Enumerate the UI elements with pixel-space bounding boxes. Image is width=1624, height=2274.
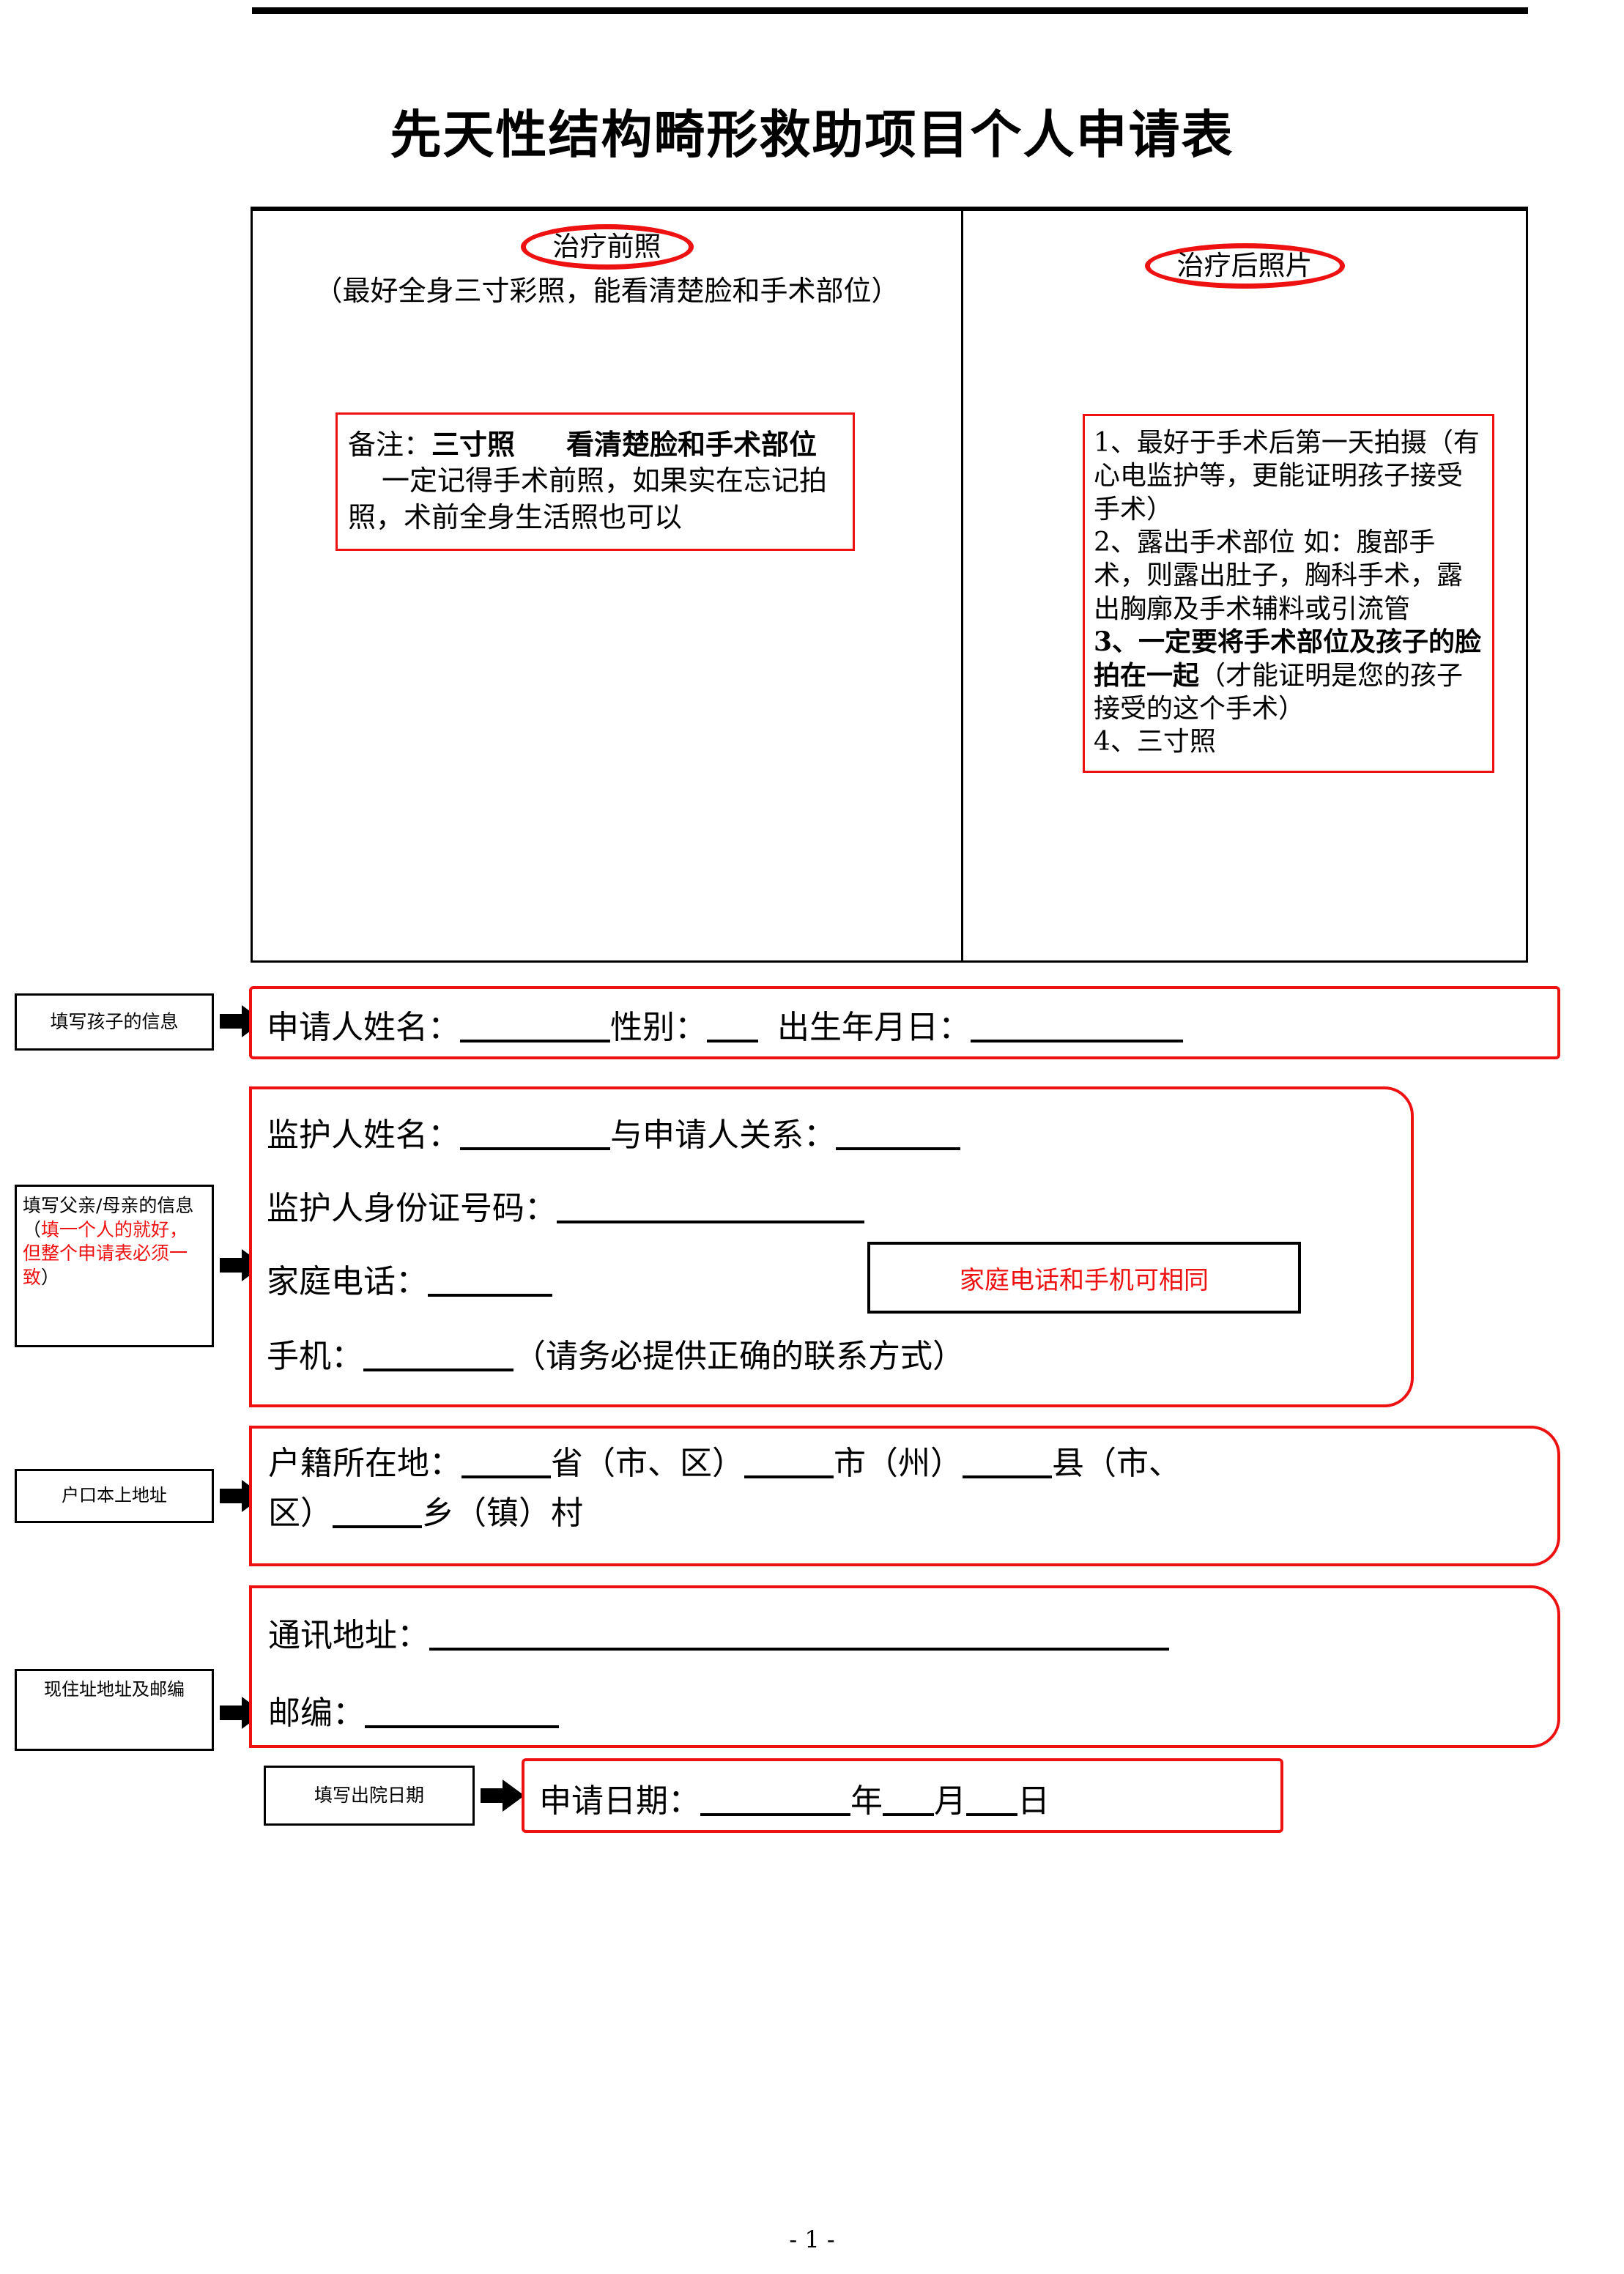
mailing-address-label: 通讯地址： — [268, 1617, 429, 1654]
mailing-address-row: 通讯地址： — [252, 1588, 1557, 1656]
application-date-box: 申请日期： 年 月 日 — [522, 1758, 1283, 1833]
guardian-id-input[interactable] — [557, 1221, 864, 1223]
application-month-input[interactable] — [883, 1813, 934, 1816]
province-input[interactable] — [461, 1475, 551, 1478]
applicant-gender-input[interactable] — [707, 1040, 758, 1042]
guardian-name-input[interactable] — [460, 1147, 610, 1150]
mailing-address-input[interactable] — [429, 1648, 1169, 1651]
note-prefix: 备注： — [348, 429, 432, 461]
before-treatment-heading-area: 治疗前照 （最好全身三寸彩照，能看清楚脸和手术部位） — [253, 224, 961, 310]
township-unit: 乡（镇）村 — [422, 1495, 583, 1533]
after-note-item-3-rest: （才能证明是您的孩子接受的这个手术） — [1094, 660, 1464, 724]
page-number: - 1 - — [789, 2226, 835, 2253]
callout-current-address-label: 现住址地址及邮编 — [44, 1679, 185, 1700]
district-unit: 区） — [268, 1495, 333, 1533]
callout-current-address: 现住址地址及邮编 — [15, 1669, 214, 1751]
registered-address-row: 户籍所在地： 省（市、区） 市（州） 县（市、区） 乡（镇）村 — [252, 1429, 1557, 1538]
before-treatment-subheading: （最好全身三寸彩照，能看清楚脸和手术部位） — [314, 274, 900, 307]
application-date-row: 申请日期： 年 月 日 — [524, 1761, 1280, 1821]
note-rest: 一定记得手术前照，如果实在忘记拍照，术前全身生活照也可以 — [348, 464, 828, 533]
after-treatment-heading-area: 治疗后照片 — [963, 243, 1526, 289]
month-unit: 月 — [934, 1782, 966, 1820]
photo-table-column-divider — [961, 207, 963, 963]
mobile-hint: （请务必提供正确的联系方式） — [513, 1338, 965, 1375]
phone-note-box: 家庭电话和手机可相同 — [867, 1242, 1301, 1314]
registered-address-label: 户籍所在地： — [268, 1445, 461, 1482]
guardian-id-label: 监护人身份证号码： — [267, 1190, 557, 1227]
home-phone-row: 家庭电话： — [252, 1229, 1411, 1302]
application-year-input[interactable] — [700, 1813, 850, 1816]
home-phone-label: 家庭电话： — [267, 1263, 428, 1300]
callout-hukou-address: 户口本上地址 — [15, 1469, 214, 1523]
after-note-item-3-bold: 3、一定要将手术部位及孩子的脸拍在一起 — [1094, 626, 1482, 691]
note-bold-1: 三寸照 — [431, 428, 516, 461]
guardian-name-label: 监护人姓名： — [267, 1116, 460, 1154]
guardian-name-row: 监护人姓名： 与申请人关系： — [252, 1089, 1411, 1155]
county-unit: 县（市、 — [1052, 1445, 1181, 1482]
after-note-item-4: 4、三寸照 — [1094, 727, 1216, 758]
circled-heading-after: 治疗后照片 — [1144, 243, 1345, 289]
before-treatment-photo-cell: 治疗前照 （最好全身三寸彩照，能看清楚脸和手术部位） 备注：三寸照 看清楚脸和手术… — [253, 211, 961, 960]
zip-row: 邮编： — [252, 1656, 1557, 1733]
callout-parent-info-label: 填写父亲/母亲的信息（填一个人的就好，但整个申请表必须一致） — [23, 1191, 206, 1289]
callout-child-info-label: 填写孩子的信息 — [50, 1010, 179, 1032]
before-treatment-heading: 治疗前照 — [552, 231, 661, 262]
province-unit: 省（市、区） — [551, 1445, 744, 1482]
photo-table-bottom-border — [251, 960, 1528, 963]
callout-parent-info-black-2: ） — [41, 1266, 60, 1288]
callout-parent-info-red: 填一个人的就好，但整个申请表必须一致 — [23, 1218, 188, 1288]
township-input[interactable] — [333, 1525, 422, 1529]
page-title: 先天性结构畸形救助项目个人申请表 — [390, 104, 1234, 165]
applicant-info-box: 申请人姓名： 性别： 出生年月日： — [249, 986, 1560, 1059]
applicant-birth-label: 出生年月日： — [777, 1009, 971, 1046]
applicant-name-input[interactable] — [460, 1040, 610, 1042]
mobile-label: 手机： — [267, 1338, 363, 1375]
callout-parent-info: 填写父亲/母亲的信息（填一个人的就好，但整个申请表必须一致） — [15, 1185, 214, 1347]
before-treatment-note-box: 备注：三寸照 看清楚脸和手术部位一定记得手术前照，如果实在忘记拍照，术前全身生活照… — [335, 412, 855, 552]
photo-table-left-border — [251, 207, 253, 963]
photo-table-right-border — [1526, 207, 1528, 963]
guardian-id-row: 监护人身份证号码： — [252, 1155, 1411, 1229]
callout-parent-info-black-1: 填写父亲/母亲的信息（ — [23, 1195, 194, 1240]
zip-label: 邮编： — [268, 1695, 365, 1732]
after-note-item-3: 3、一定要将手术部位及孩子的脸拍在一起（才能证明是您的孩子接受的这个手术） — [1094, 626, 1485, 725]
phone-note-label: 家庭电话和手机可相同 — [960, 1265, 1209, 1295]
callout-hukou-address-label: 户口本上地址 — [62, 1485, 167, 1506]
registered-address-box: 户籍所在地： 省（市、区） 市（州） 县（市、区） 乡（镇）村 — [249, 1426, 1560, 1566]
applicant-name-label: 申请人姓名： — [267, 1009, 460, 1046]
home-phone-input[interactable] — [428, 1294, 552, 1297]
after-treatment-heading: 治疗后照片 — [1176, 250, 1313, 281]
guardian-relation-label: 与申请人关系： — [610, 1116, 836, 1154]
applicant-row: 申请人姓名： 性别： 出生年月日： — [252, 989, 1557, 1048]
applicant-birth-input[interactable] — [971, 1040, 1183, 1042]
callout-discharge-date-label: 填写出院日期 — [314, 1784, 424, 1806]
after-treatment-photo-cell: 治疗后照片 1、最好于手术后第一天拍摄（有心电监护等，更能证明孩子接受手术） 2… — [963, 211, 1526, 960]
guardian-relation-input[interactable] — [836, 1147, 960, 1150]
day-unit: 日 — [1017, 1782, 1050, 1820]
city-input[interactable] — [744, 1475, 834, 1478]
mobile-row: 手机： （请务必提供正确的联系方式） — [252, 1302, 1411, 1377]
applicant-gender-label: 性别： — [610, 1009, 707, 1046]
top-rule-divider — [252, 7, 1528, 14]
after-treatment-note-box: 1、最好于手术后第一天拍摄（有心电监护等，更能证明孩子接受手术） 2、露出手术部… — [1083, 414, 1494, 773]
callout-child-info: 填写孩子的信息 — [15, 993, 214, 1051]
mailing-address-box: 通讯地址： 邮编： — [249, 1585, 1560, 1748]
callout-discharge-date: 填写出院日期 — [264, 1766, 475, 1826]
note-bold-2: 看清楚脸和手术部位 — [566, 428, 817, 461]
application-day-input[interactable] — [966, 1813, 1017, 1816]
city-unit: 市（州） — [834, 1445, 963, 1482]
zip-input[interactable] — [365, 1725, 559, 1728]
after-note-item-1: 1、最好于手术后第一天拍摄（有心电监护等，更能证明孩子接受手术） — [1094, 428, 1480, 525]
county-input[interactable] — [963, 1475, 1052, 1478]
photo-table-top-border — [251, 207, 1528, 211]
circled-heading-before: 治疗前照 — [520, 224, 694, 270]
mobile-input[interactable] — [363, 1369, 513, 1371]
year-unit: 年 — [850, 1782, 883, 1820]
application-date-label: 申请日期： — [539, 1782, 700, 1820]
after-note-item-2: 2、露出手术部位 如：腹部手术，则露出肚子，胸科手术，露出胸廓及手术辅料或引流管 — [1094, 527, 1464, 624]
